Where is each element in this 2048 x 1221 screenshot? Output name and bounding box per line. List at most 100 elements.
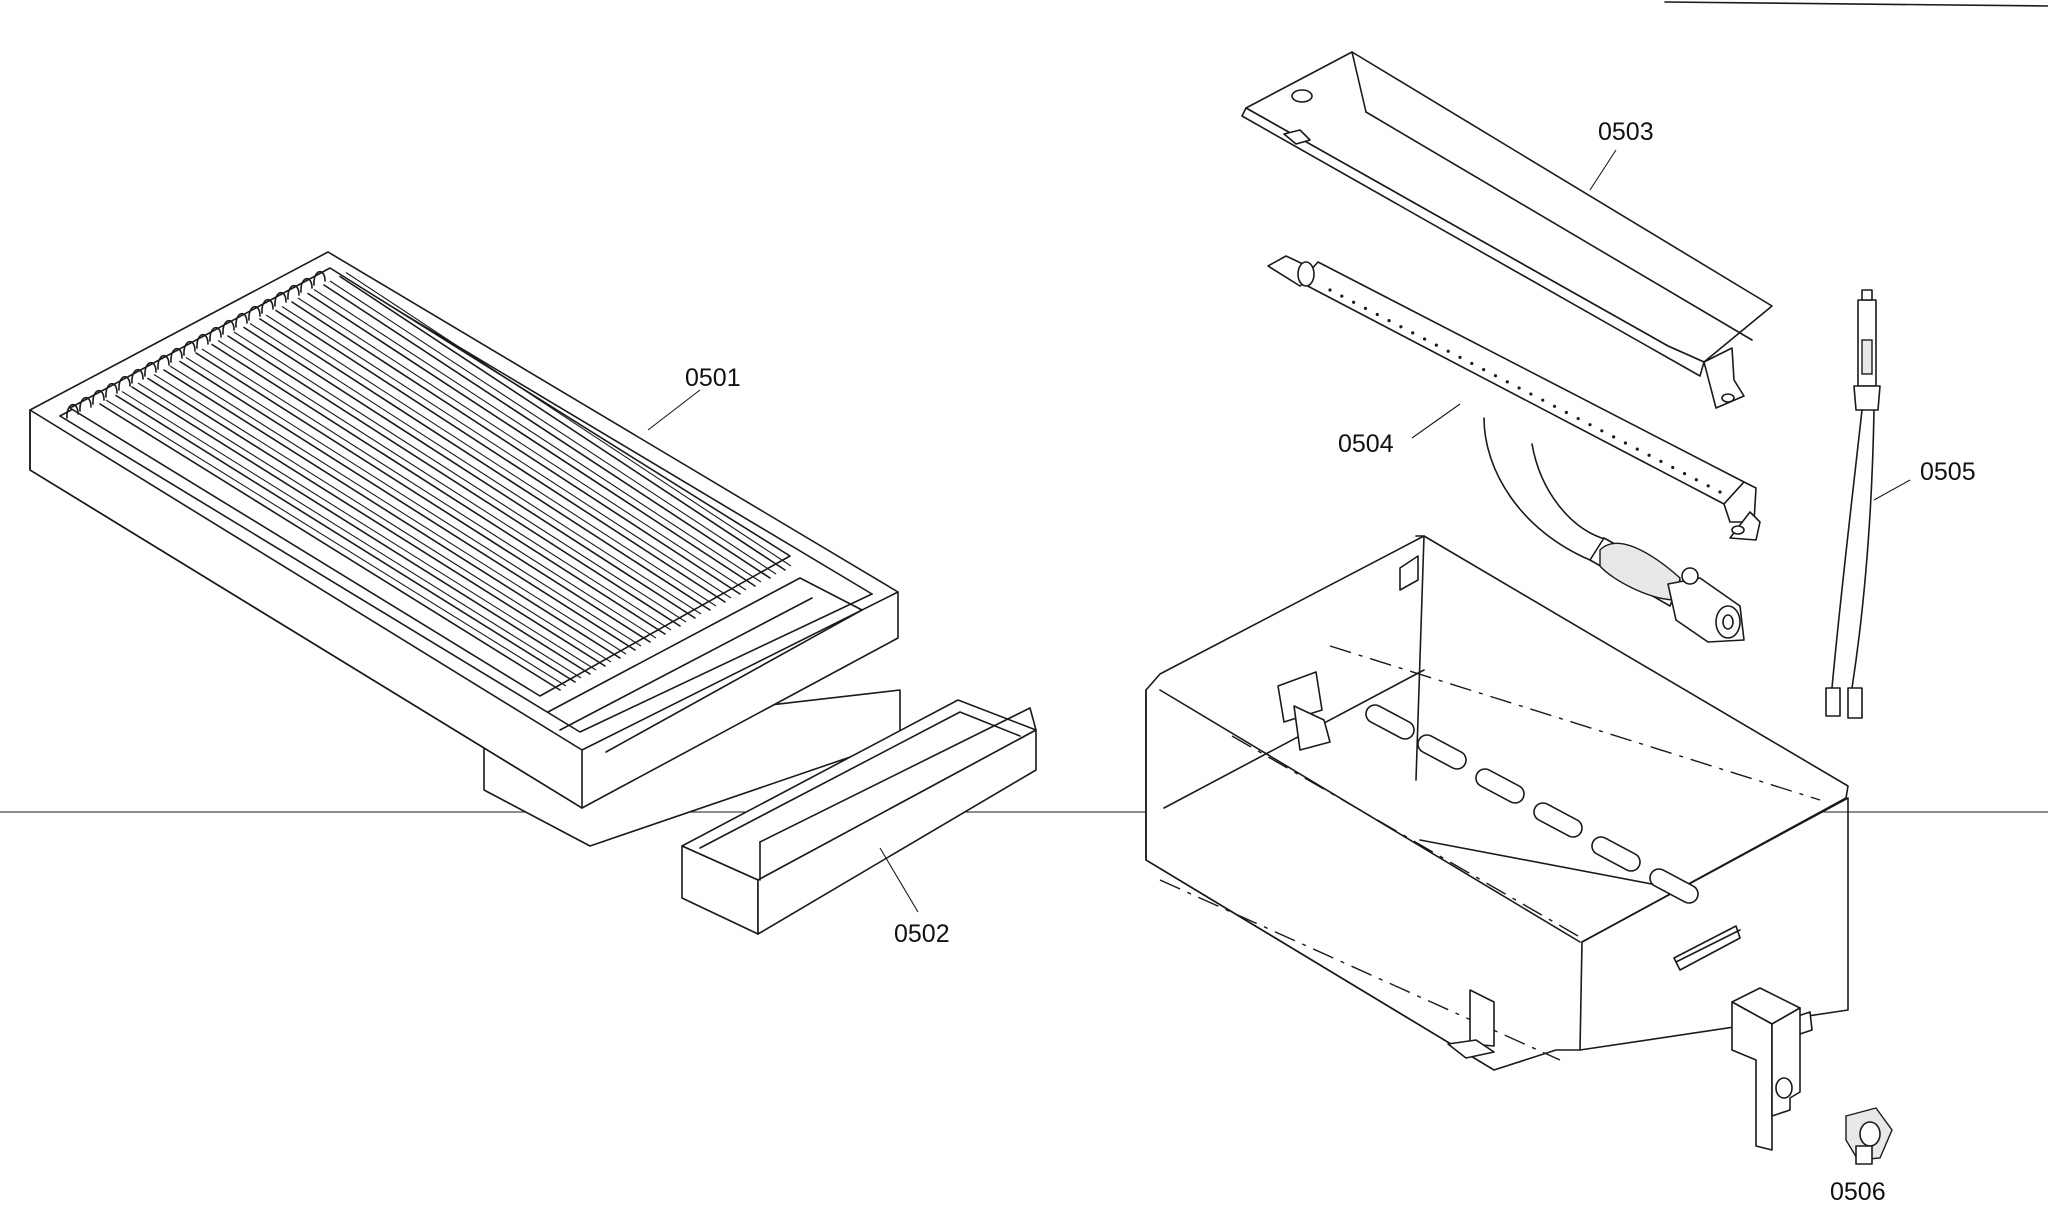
burner-port	[1623, 441, 1628, 445]
label-0501: 0501	[685, 364, 741, 392]
grate-loop	[274, 291, 287, 307]
burner-ports	[1328, 288, 1722, 494]
grate-bar	[227, 335, 681, 627]
grate-bar-edge	[201, 348, 657, 639]
grate-bar-edge	[169, 365, 627, 655]
grate-bar	[179, 360, 636, 651]
burner-port	[1659, 459, 1663, 463]
grate-bar	[163, 369, 621, 659]
grate-bar-edge	[345, 272, 792, 567]
part-0501-grill-tray[interactable]	[29, 251, 901, 847]
grate-loop	[170, 347, 183, 363]
grate-bar-edge	[313, 289, 762, 583]
grate-bar-edge	[297, 297, 747, 591]
label-0505: 0505	[1920, 458, 1976, 486]
box-slot	[1533, 802, 1583, 838]
grate-loop	[105, 382, 118, 398]
grate-loop	[248, 305, 261, 321]
grate-bar	[259, 318, 711, 611]
grate-bar	[307, 292, 756, 587]
burner-port	[1340, 294, 1344, 298]
grate-loop	[131, 368, 144, 384]
grate-bar	[339, 275, 786, 571]
grate-bar-edge	[329, 280, 777, 575]
burner-port	[1434, 343, 1438, 347]
grate-loop	[79, 396, 92, 412]
burner-port	[1505, 380, 1509, 384]
grate-bar	[131, 386, 591, 675]
part-0504-burner-tube[interactable]	[1267, 255, 1761, 643]
grate-bar-edge	[105, 399, 567, 687]
grate-bar	[115, 394, 576, 683]
igniter-bracket[interactable]	[1731, 987, 1801, 1151]
grate-bar	[99, 403, 561, 691]
grate-loop	[144, 361, 157, 377]
burner-port	[1671, 465, 1675, 470]
label-0504: 0504	[1338, 430, 1394, 458]
grate-bar-edge	[265, 314, 717, 607]
grate-bar-edge	[121, 391, 582, 679]
burner-port	[1375, 312, 1379, 317]
grate-loop	[157, 354, 170, 370]
burner-port	[1682, 472, 1687, 476]
grate-loop	[196, 333, 209, 349]
grate-loops	[66, 270, 326, 419]
burner-port	[1706, 484, 1710, 488]
grate-loop	[66, 403, 79, 419]
grate-loop	[235, 312, 248, 328]
grate-bar-edge	[153, 374, 612, 663]
burner-port	[1718, 490, 1722, 494]
burner-port	[1694, 478, 1698, 482]
burner-port	[1352, 300, 1356, 304]
grate-bar	[147, 377, 606, 667]
grate-bar-edge	[249, 323, 702, 615]
grate-bars	[99, 272, 792, 691]
burner-port	[1422, 337, 1427, 341]
grate-loop	[313, 270, 326, 286]
grate-loop	[300, 277, 313, 293]
burner-port	[1399, 325, 1403, 329]
burner-box-housing[interactable]	[1145, 535, 1849, 1071]
grate-bar	[291, 301, 741, 595]
box-slot	[1475, 768, 1525, 804]
burner-port	[1541, 398, 1545, 402]
burner-port	[1458, 355, 1462, 359]
burner-port	[1328, 288, 1332, 292]
grate-bar	[323, 284, 771, 579]
top-border-line	[1664, 1, 2048, 7]
burner-port	[1529, 392, 1533, 396]
part-0506-valve-fitting[interactable]	[1845, 1107, 1893, 1165]
burner-port	[1612, 435, 1616, 439]
burner-port	[1470, 361, 1474, 366]
grate-loop	[261, 298, 274, 314]
grate-bar	[195, 352, 651, 643]
grate-loop	[183, 340, 196, 356]
box-slot	[1591, 836, 1641, 872]
burner-port	[1564, 410, 1568, 415]
grate-loop	[118, 375, 131, 391]
burner-port	[1493, 374, 1498, 378]
part-0505-igniter[interactable]	[1825, 289, 1911, 719]
grate-bar-edge	[217, 340, 672, 631]
burner-port	[1552, 404, 1557, 408]
part-0503-burner-shield[interactable]	[1241, 51, 1773, 409]
label-0506: 0506	[1830, 1178, 1886, 1206]
burner-port	[1363, 306, 1368, 310]
part-0502-drip-channel[interactable]	[681, 699, 1037, 935]
label-0502: 0502	[894, 920, 950, 948]
grate-loop	[92, 389, 105, 405]
grate-loop	[287, 284, 300, 300]
burner-port	[1647, 453, 1651, 457]
burner-port	[1482, 367, 1486, 372]
box-slot	[1365, 704, 1415, 740]
burner-port	[1387, 319, 1391, 323]
burner-port	[1576, 416, 1580, 421]
grate-bar	[211, 343, 666, 635]
burner-port	[1411, 331, 1415, 335]
box-slot	[1417, 734, 1467, 770]
box-slots	[1365, 704, 1699, 904]
grate-loop	[209, 326, 222, 342]
burner-port	[1446, 349, 1450, 353]
grate-bar-edge	[185, 357, 642, 647]
